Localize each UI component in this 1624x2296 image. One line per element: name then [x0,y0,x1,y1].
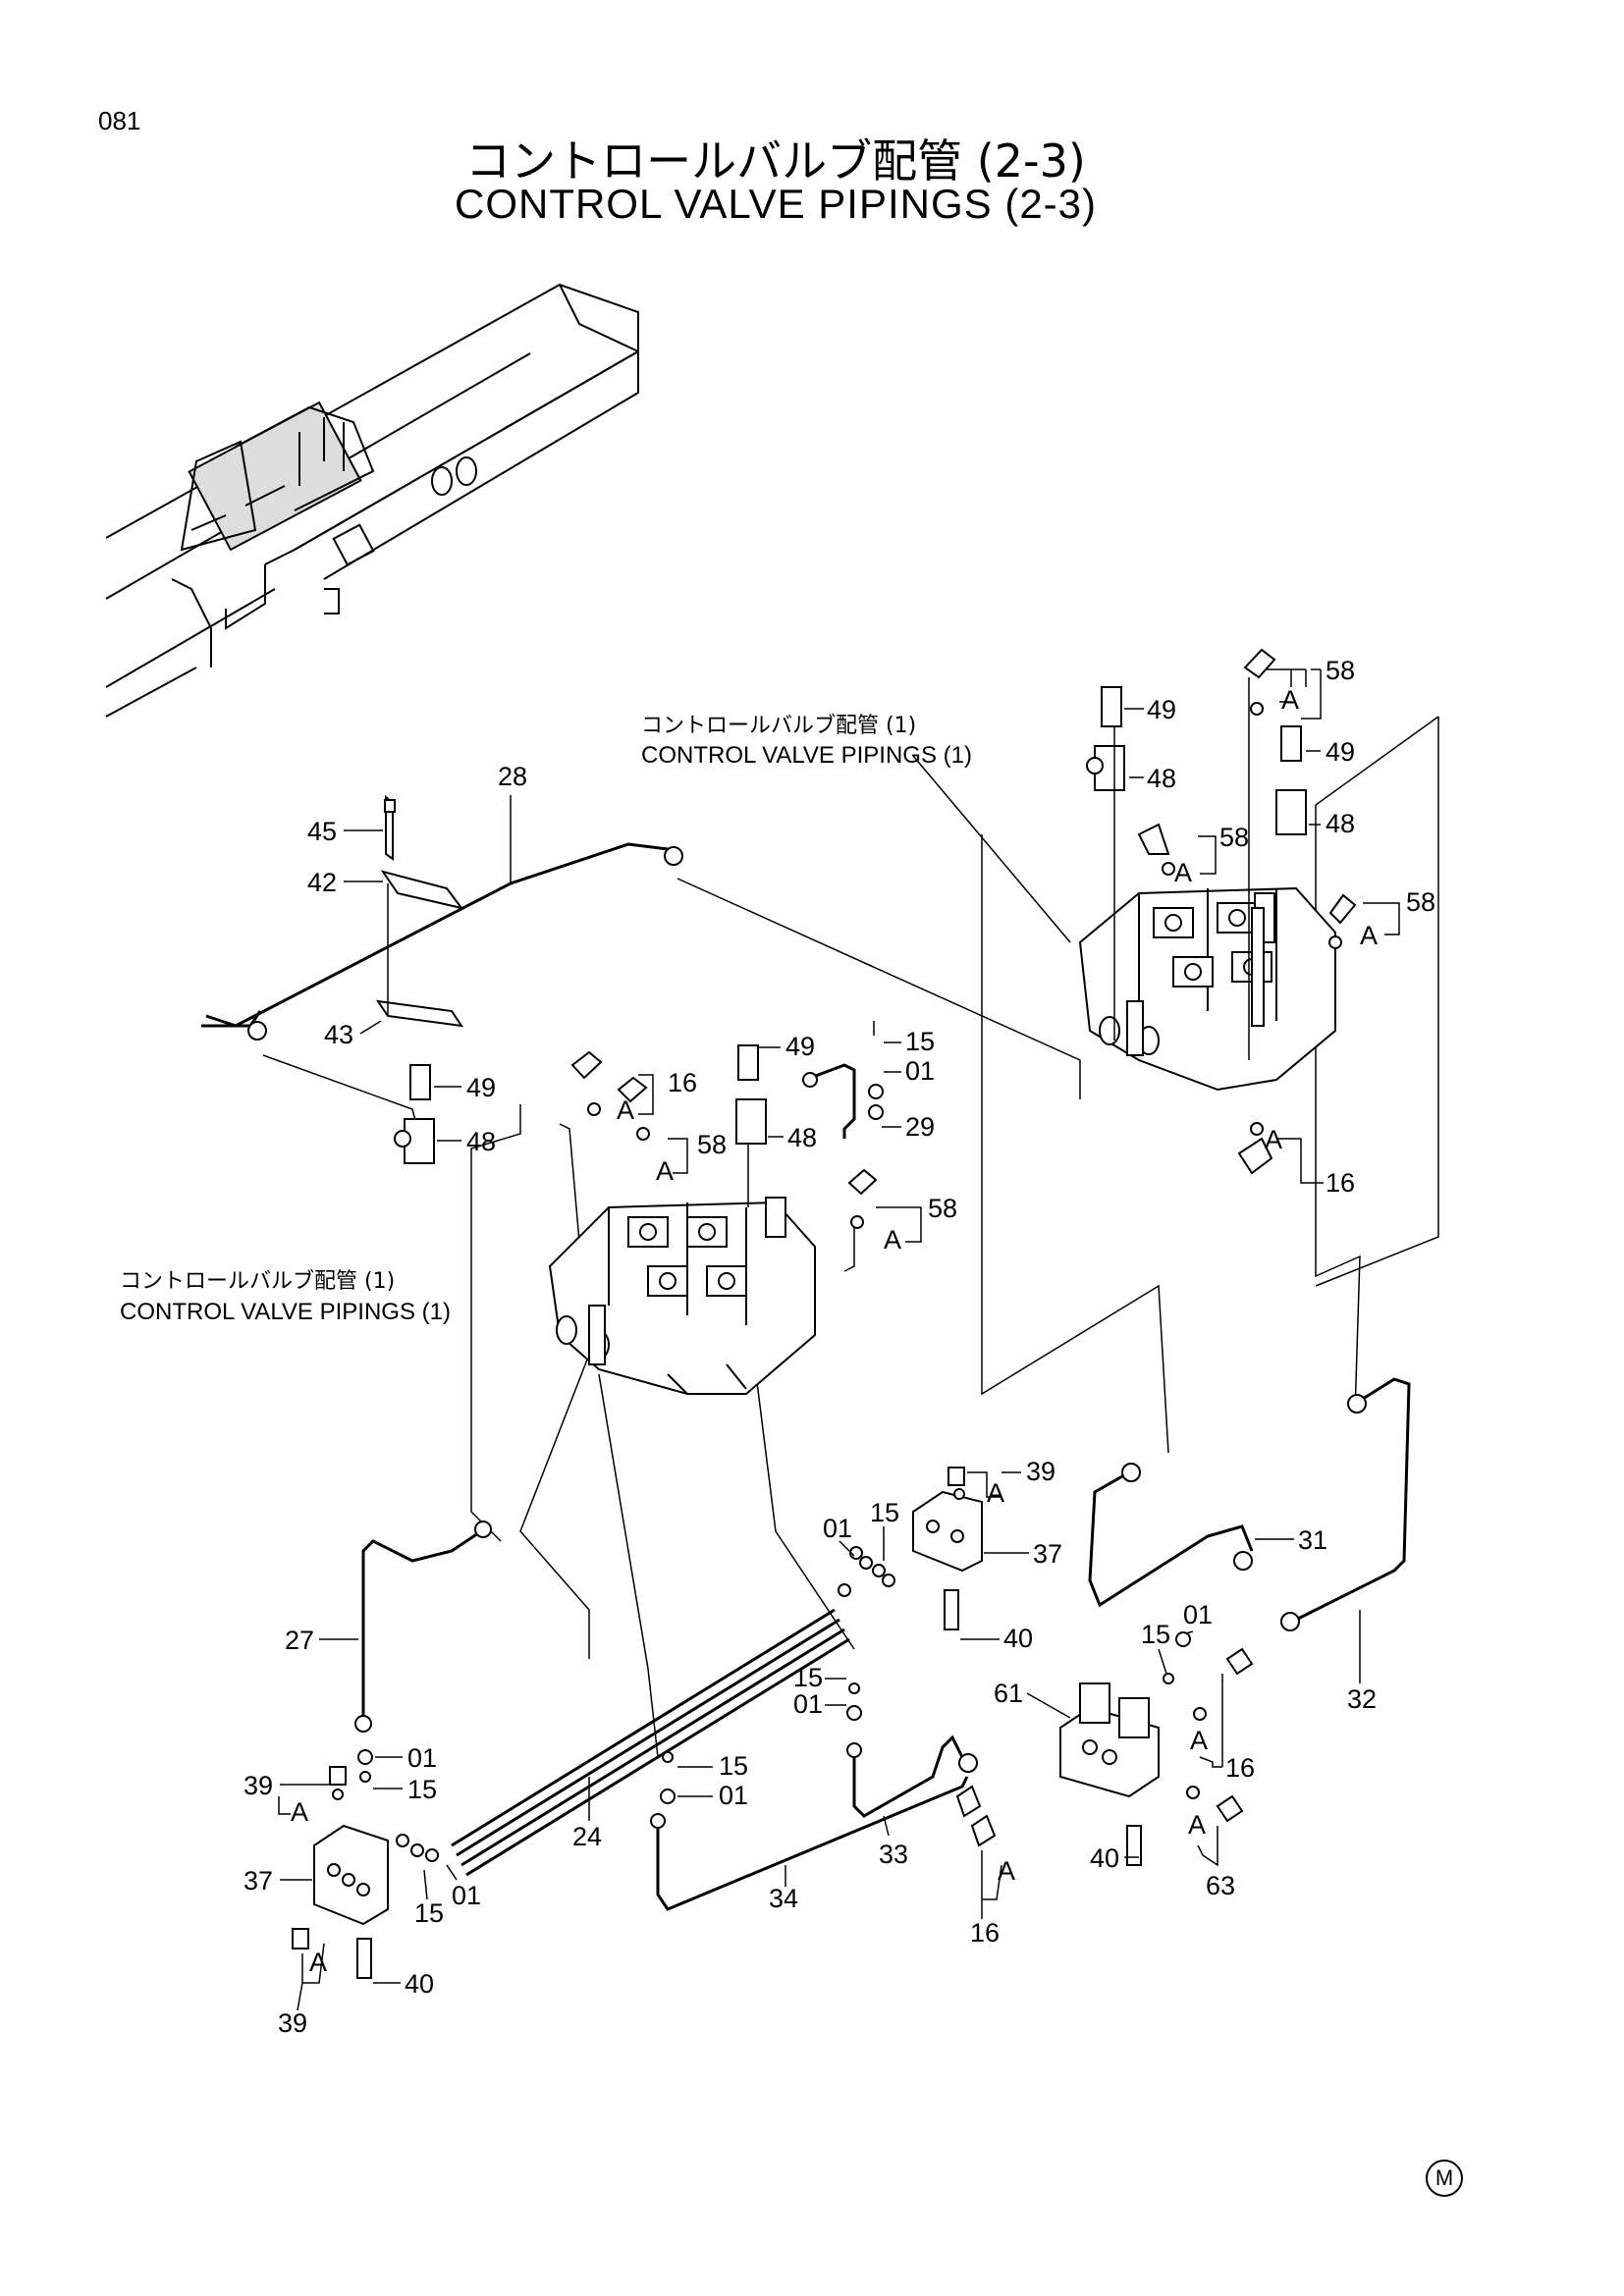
callout-view-a: A [309,1948,327,1977]
reference-label-japanese: コントロールバルブ配管 (1) [120,1269,395,1294]
left-valve-fittings [394,1044,878,1229]
callout-view-a: A [1360,921,1378,950]
callout-61: 61 [994,1679,1023,1708]
callout-view-a: A [987,1478,1004,1508]
pipe-24 [451,1608,850,1877]
callout-16: 16 [1326,1168,1355,1198]
callout-16: 16 [668,1068,697,1097]
reference-left: コントロールバルブ配管 (1) CONTROL VALVE PIPINGS (1… [120,1269,451,1325]
junction-block-lower [292,1766,439,1979]
reference-upper: コントロールバルブ配管 (1) CONTROL VALVE PIPINGS (1… [641,714,972,769]
corner-mark: M [1426,2160,1463,2197]
callout-15: 15 [719,1751,748,1781]
callout-01: 01 [823,1514,852,1543]
callout-45: 45 [307,817,337,846]
control-valve-left [548,1197,816,1395]
valve-61 [955,1631,1254,1866]
callout-01: 01 [793,1689,823,1719]
junction-block-upper [838,1467,983,1630]
callout-01: 01 [905,1056,935,1086]
pipe-32 [1280,1377,1411,1631]
callout-49: 49 [785,1032,815,1061]
reference-label: CONTROL VALVE PIPINGS (1) [641,742,972,769]
pipe-33 [846,1735,978,1818]
callout-49: 49 [1326,737,1355,767]
callout-view-a: A [998,1856,1015,1886]
callout-view-a: A [1188,1810,1206,1840]
callout-40: 40 [1003,1624,1033,1653]
callout-34: 34 [769,1884,798,1913]
callout-28: 28 [498,762,527,791]
pipe-34 [650,1776,969,1911]
callout-01: 01 [1183,1600,1213,1629]
callout-58: 58 [928,1194,957,1223]
control-valve-right [1078,886,1336,1092]
page-title: CONTROL VALVE PIPINGS (2-3) [454,181,1098,227]
callout-view-a: A [291,1797,308,1827]
page-number: 081 [98,106,141,135]
callout-15: 15 [414,1898,444,1928]
callout-39: 39 [278,2008,307,2038]
callout-15: 15 [870,1498,899,1527]
callout-view-a: A [1281,685,1299,715]
callout-58: 58 [1406,887,1435,917]
callout-29: 29 [905,1112,935,1142]
callout-01: 01 [407,1743,437,1773]
callout-16: 16 [970,1918,1000,1948]
callout-view-a: A [884,1225,901,1255]
callout-24: 24 [572,1822,602,1851]
callout-48: 48 [1147,764,1176,793]
callout-58: 58 [697,1130,727,1159]
callout-40: 40 [405,1969,434,1999]
callout-39: 39 [1026,1457,1056,1486]
page-title-japanese: コントロールバルブ配管 (2-3) [465,134,1086,187]
callout-43: 43 [324,1020,353,1049]
callout-49: 49 [1147,695,1176,724]
clamp-assembly [375,794,464,1028]
callout-49: 49 [466,1073,496,1102]
callout-48: 48 [466,1127,496,1156]
callout-37: 37 [1033,1539,1062,1569]
machine-frame-overview [105,283,639,718]
callout-58: 58 [1219,823,1249,852]
reference-label: CONTROL VALVE PIPINGS (1) [120,1299,451,1325]
callout-15: 15 [905,1027,935,1056]
callout-view-a: A [656,1156,674,1186]
callout-40: 40 [1090,1843,1119,1873]
callout-01: 01 [719,1781,748,1810]
callout-01: 01 [452,1881,481,1910]
callout-15: 15 [793,1663,823,1692]
reference-label-japanese: コントロールバルブ配管 (1) [641,714,916,738]
callout-27: 27 [285,1626,314,1655]
pipe-29 [802,1063,884,1139]
callout-16: 16 [1225,1753,1255,1783]
right-valve-fittings [1086,648,1357,1175]
callout-39: 39 [244,1771,273,1800]
lower-fittings [357,1673,1174,1804]
pipe-27 [354,1521,492,1733]
callout-42: 42 [307,868,337,897]
callout-63: 63 [1206,1871,1235,1900]
callout-32: 32 [1347,1684,1377,1714]
callout-33: 33 [879,1840,908,1869]
callout-31: 31 [1298,1525,1327,1555]
callout-view-a: A [1265,1125,1282,1154]
callout-58: 58 [1326,656,1355,685]
callout-15: 15 [407,1775,437,1804]
part-callouts: 58 A 49 48 58 A 49 48 58 A A 16 28 45 42 [244,656,1435,2038]
callout-view-a: A [1190,1726,1208,1755]
callout-48: 48 [787,1123,817,1152]
callout-view-a: A [617,1095,634,1125]
callout-37: 37 [244,1866,273,1896]
pipe-31 [1088,1463,1254,1608]
callout-48: 48 [1326,809,1355,838]
callout-view-a: A [1174,858,1192,887]
leader-lines [262,716,1439,1758]
callout-15: 15 [1141,1620,1170,1649]
pipe-28 [201,795,683,1041]
